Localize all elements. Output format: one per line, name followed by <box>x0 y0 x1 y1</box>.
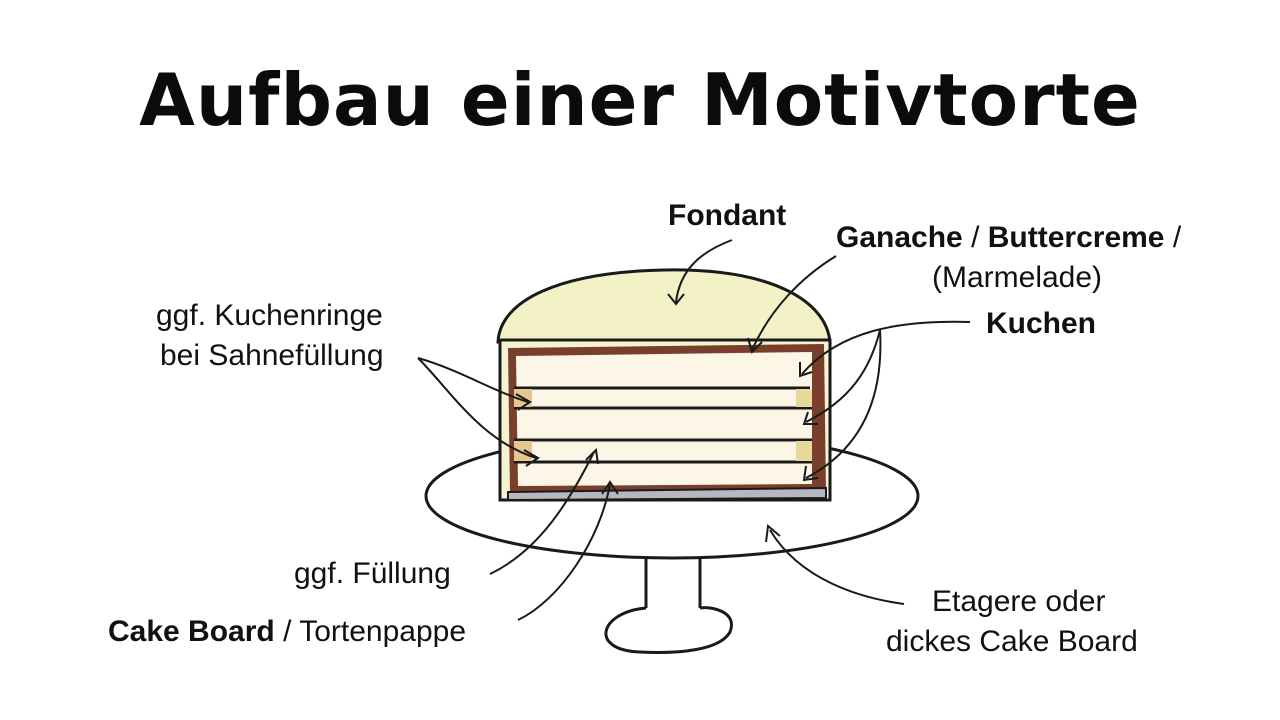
cake-cross-section <box>498 338 832 502</box>
label-cake-board: Cake Board / Tortenpappe <box>108 612 466 652</box>
label-kuchenringe-line2: bei Sahnefüllung <box>160 339 384 372</box>
label-kuchen: Kuchen <box>986 307 1097 340</box>
label-fondant: Fondant <box>668 199 787 232</box>
label-cake-board-bold: Cake Board <box>108 615 275 648</box>
label-kuchenringe-line1: ggf. Kuchenringe <box>156 299 383 332</box>
label-fuellung: ggf. Füllung <box>294 557 451 590</box>
label-buttercreme: Buttercreme <box>987 221 1165 254</box>
fondant-dome <box>496 268 832 344</box>
annotation-arrows <box>417 239 971 621</box>
label-tortenpappe: / Tortenpappe <box>274 615 466 648</box>
page-title: Aufbau einer Motivtorte <box>139 58 1141 142</box>
label-etagere-line2: dickes Cake Board <box>886 625 1138 658</box>
label-separator-1: / <box>962 221 988 254</box>
label-ganache: Ganache / Buttercreme / <box>836 218 1181 258</box>
label-separator-2: / <box>1164 221 1182 254</box>
label-ganache-part1: Ganache <box>836 221 963 254</box>
label-marmelade: (Marmelade) <box>932 261 1103 294</box>
label-etagere-line1: Etagere oder <box>932 585 1106 618</box>
